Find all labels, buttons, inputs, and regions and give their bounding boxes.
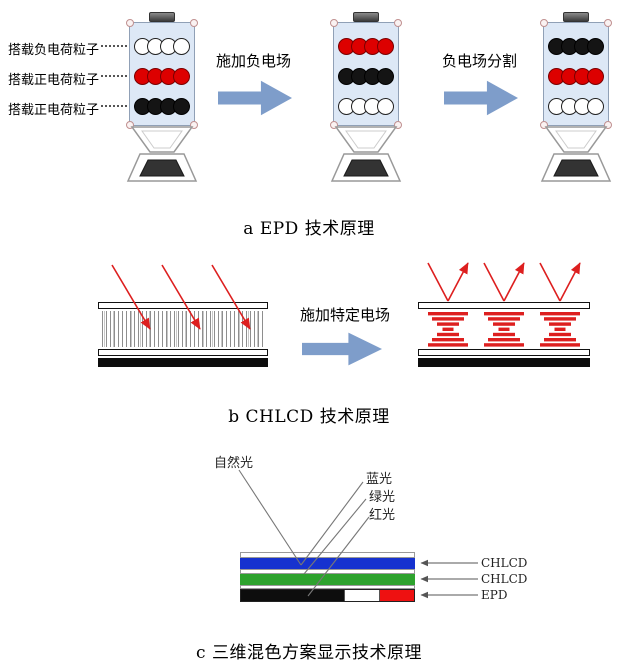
legend-leader-line (101, 75, 127, 77)
lc-bottom-substrate (98, 349, 268, 356)
corner-screw-icon (540, 19, 548, 27)
screen-face (343, 159, 389, 177)
label-green-light: 绿光 (369, 490, 396, 505)
white-particle-icon (377, 98, 394, 115)
epd-white-segment (343, 590, 380, 601)
corner-screw-icon (330, 19, 338, 27)
white-particle-icon (173, 38, 190, 55)
absorber-layer (418, 358, 590, 367)
absorber-layer (98, 358, 268, 367)
corner-screw-icon (126, 121, 134, 129)
epd-device-field-split (540, 12, 612, 194)
epd-black-segment (241, 590, 344, 601)
legend-leader-line (101, 45, 127, 47)
particle-row-red (334, 38, 398, 55)
particle-row-black (334, 68, 398, 85)
label-natural-light: 自然光 (214, 456, 254, 471)
legend-leader-line (101, 105, 127, 107)
tag-chlcd-blue: CHLCD (481, 556, 528, 570)
caption-epd: a EPD 技术原理 (243, 219, 375, 239)
corner-screw-icon (190, 19, 198, 27)
legend-negative-particles: 搭载负电荷粒子 (8, 43, 100, 58)
epd-device-initial (126, 12, 198, 194)
screen-face (553, 159, 599, 177)
stack-layer-blue-chlcd (240, 558, 415, 569)
black-particle-icon (587, 38, 604, 55)
caption-chlcd: b CHLCD 技术原理 (228, 407, 390, 427)
legend-positive-particles-red: 搭载正电荷粒子 (8, 73, 100, 88)
label-blue-light: 蓝光 (366, 472, 393, 487)
tag-epd: EPD (481, 588, 508, 602)
corner-screw-icon (330, 121, 338, 129)
device-cap (149, 12, 175, 22)
corner-screw-icon (190, 121, 198, 129)
epd-red-segment (379, 590, 414, 601)
corner-screw-icon (126, 19, 134, 27)
capsule-body (330, 19, 402, 129)
lc-bottom-substrate (418, 349, 590, 356)
arrow-label-apply-negative-field: 施加负电场 (216, 52, 292, 70)
capsule-body (540, 19, 612, 129)
stack-layer-green-chlcd (240, 574, 415, 585)
corner-screw-icon (394, 19, 402, 27)
screen-face (139, 159, 185, 177)
lc-top-substrate (418, 302, 590, 309)
tag-chlcd-green: CHLCD (481, 572, 528, 586)
capsule-body (126, 19, 198, 129)
white-particle-icon (587, 98, 604, 115)
corner-screw-icon (394, 121, 402, 129)
epd-device-negative-field (330, 12, 402, 194)
particle-row-black (544, 38, 608, 55)
device-cap (353, 12, 379, 22)
pixel-stand (330, 126, 402, 182)
corner-screw-icon (604, 19, 612, 27)
particle-row-black (130, 98, 194, 115)
pixel-stand (126, 126, 198, 182)
particle-row-white (130, 38, 194, 55)
black-particle-icon (377, 68, 394, 85)
red-particle-icon (377, 38, 394, 55)
particle-row-white (544, 98, 608, 115)
stack-layer-epd (240, 589, 415, 602)
red-particle-icon (587, 68, 604, 85)
particle-row-red (130, 68, 194, 85)
corner-screw-icon (540, 121, 548, 129)
arrow-label-apply-specific-field: 施加特定电场 (300, 306, 391, 324)
particle-row-red (544, 68, 608, 85)
label-red-light: 红光 (369, 508, 396, 523)
red-particle-icon (173, 68, 190, 85)
legend-positive-particles-black: 搭载正电荷粒子 (8, 103, 100, 118)
pixel-stand (540, 126, 612, 182)
arrow-label-field-split: 负电场分割 (442, 52, 518, 70)
corner-screw-icon (604, 121, 612, 129)
caption-stack: c 三维混色方案显示技术原理 (196, 643, 422, 663)
particle-row-white (334, 98, 398, 115)
device-cap (563, 12, 589, 22)
black-particle-icon (173, 98, 190, 115)
